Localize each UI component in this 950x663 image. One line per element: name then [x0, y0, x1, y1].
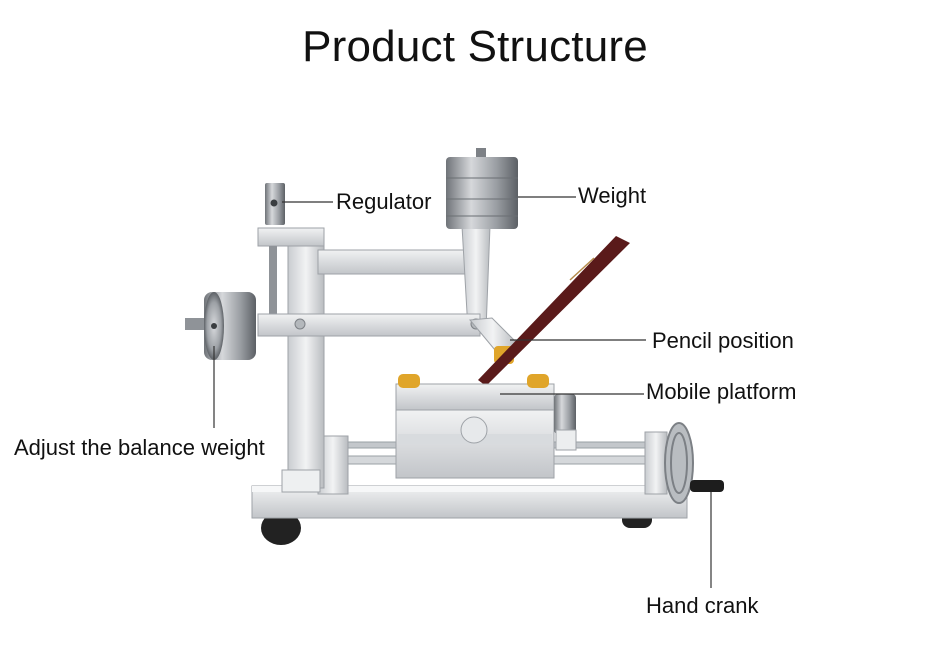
mobile-platform-part: [395, 374, 577, 479]
leader-lines: [213, 196, 712, 588]
lower-arm: [257, 313, 481, 337]
balance-weight-part: [185, 292, 256, 360]
label-hand-crank: Hand crank: [646, 593, 759, 618]
end-block-right: [644, 431, 668, 495]
page-title: Product Structure: [302, 22, 648, 71]
upper-arm: [317, 249, 477, 275]
foot-left: [261, 511, 301, 545]
label-pencil-position: Pencil position: [652, 328, 794, 353]
label-weight: Weight: [578, 183, 647, 208]
regulator-part: [265, 183, 285, 318]
hand-crank-wheel: [664, 422, 724, 504]
label-balance-weight: Adjust the balance weight: [14, 435, 265, 460]
label-mobile-platform: Mobile platform: [646, 379, 797, 404]
column: [287, 227, 325, 489]
weight-part: [446, 148, 518, 229]
pencil: [478, 236, 630, 386]
column-foot: [281, 469, 321, 493]
label-regulator: Regulator: [336, 189, 432, 214]
